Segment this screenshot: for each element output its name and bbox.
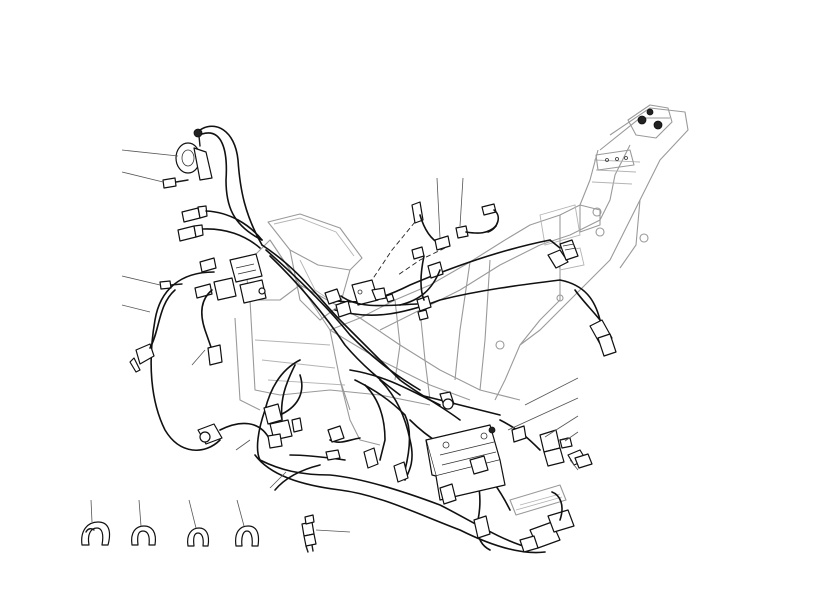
starter-relay xyxy=(511,425,573,467)
horn-wire xyxy=(199,125,263,246)
ignition-coils xyxy=(351,201,500,306)
cable-clip-2 xyxy=(131,525,157,546)
horn xyxy=(162,128,213,189)
tail-mount-plate xyxy=(595,104,673,171)
ignition-connectors xyxy=(177,205,263,249)
battery-box xyxy=(425,424,506,501)
cable-clip-4 xyxy=(235,525,260,547)
sensor-cable-loop xyxy=(150,271,221,452)
relay-cluster xyxy=(194,253,267,304)
lower-connectors xyxy=(325,391,491,539)
side-stand-switch xyxy=(207,344,223,366)
regulator xyxy=(509,484,575,553)
speed-sensor xyxy=(197,422,271,445)
leader-lines xyxy=(90,149,579,533)
front-connectors xyxy=(263,374,303,449)
temperature-sensor xyxy=(301,514,317,553)
fuse-box xyxy=(559,437,593,469)
sensor-plug xyxy=(129,289,176,373)
rear-connector xyxy=(547,239,617,357)
mid-connectors xyxy=(324,246,444,321)
cable-clip-1 xyxy=(81,521,111,546)
motorcycle-frame xyxy=(234,107,689,446)
cable-clip-3 xyxy=(187,527,210,547)
